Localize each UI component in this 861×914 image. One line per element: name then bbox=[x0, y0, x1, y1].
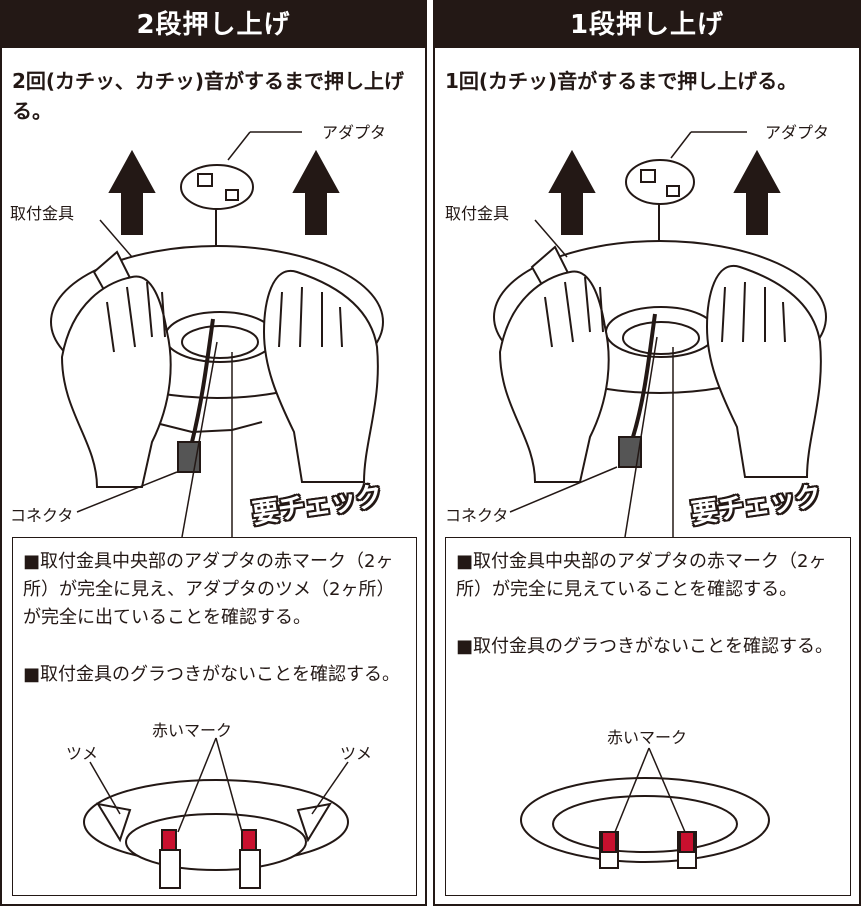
up-arrow-icon bbox=[548, 149, 596, 235]
left-hand-shape bbox=[498, 270, 610, 483]
up-arrow-icon bbox=[108, 149, 156, 235]
red-mark-shape bbox=[601, 831, 617, 853]
installation-illustration bbox=[493, 131, 827, 869]
check-item: ■取付金具のグラつきがないことを確認する。 bbox=[456, 636, 834, 657]
red-mark-label: 赤いマーク bbox=[607, 728, 688, 747]
check-badge: 要チェック bbox=[250, 481, 384, 530]
claw-label-left: ツメ bbox=[66, 744, 99, 763]
claw-label-right: ツメ bbox=[340, 744, 373, 763]
up-arrow-icon bbox=[733, 149, 781, 235]
check-item: ■取付金具のグラつきがないことを確認する。 bbox=[23, 664, 401, 685]
check-box: ■取付金具中央部のアダプタの赤マーク（2ヶ所）が完全に見えていることを確認する。… bbox=[445, 537, 851, 896]
instruction-text: 1回(カチッ)音がするまで押し上げる。 bbox=[445, 69, 798, 93]
check-box: ■取付金具中央部のアダプタの赤マーク（2ヶ所）が完全に見え、アダプタのツメ（2ヶ… bbox=[12, 537, 417, 896]
red-mark-label: 赤いマーク bbox=[152, 721, 233, 740]
check-item: ■取付金具中央部のアダプタの赤マーク（2ヶ所）が完全に見え、アダプタのツメ（2ヶ… bbox=[23, 551, 395, 628]
panel-one-step: 1段押し上げ 1回(カチッ)音がするまで押し上げる。 bbox=[433, 0, 861, 906]
adapter-label: アダプタ bbox=[765, 123, 830, 142]
adapter-shape bbox=[180, 164, 254, 210]
instruction-text: 2回(カチッ、カチッ)音がするまで押し上げる。 bbox=[12, 69, 404, 123]
up-arrow-icon bbox=[292, 149, 340, 235]
red-mark-shape bbox=[241, 829, 257, 851]
red-mark-shape bbox=[679, 831, 695, 853]
adapter-label: アダプタ bbox=[322, 123, 387, 142]
red-mark-shape bbox=[161, 829, 177, 851]
installation-illustration bbox=[50, 131, 384, 889]
check-badge: 要チェック bbox=[689, 481, 823, 530]
panel-title: 1段押し上げ bbox=[435, 2, 859, 48]
panel-title: 2段押し上げ bbox=[2, 2, 425, 48]
right-hand-shape bbox=[705, 264, 822, 478]
panel-two-step: 2段押し上げ 2回(カチッ、カチッ)音がするまで押し上げる。 bbox=[0, 0, 427, 906]
check-item: ■取付金具中央部のアダプタの赤マーク（2ヶ所）が完全に見えていることを確認する。 bbox=[456, 551, 827, 600]
adapter-shape bbox=[625, 159, 695, 205]
connector-label: コネクタ bbox=[445, 506, 509, 525]
connector-shape bbox=[618, 436, 642, 468]
bracket-label: 取付金具 bbox=[445, 204, 510, 223]
left-hand-shape bbox=[60, 275, 172, 488]
adapter-notch bbox=[197, 173, 213, 187]
right-hand-shape bbox=[262, 269, 379, 483]
connector-label: コネクタ bbox=[10, 506, 74, 525]
bracket-label: 取付金具 bbox=[10, 204, 75, 223]
adapter-notch bbox=[225, 189, 239, 201]
